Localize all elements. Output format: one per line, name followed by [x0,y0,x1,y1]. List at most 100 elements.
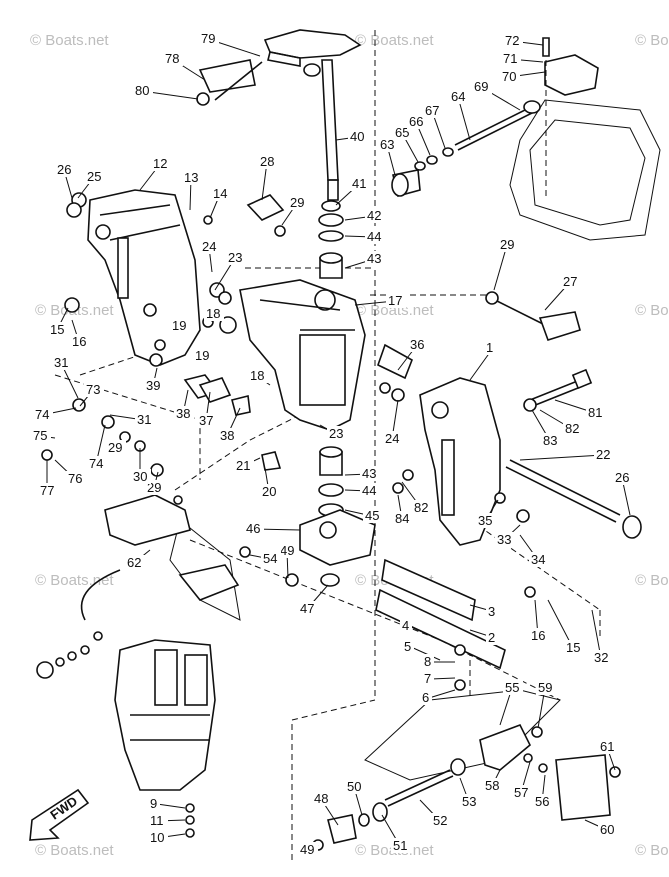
part-number-label: 24 [202,239,216,254]
callout-label-background [420,690,432,705]
part-number-label: 4 [402,618,409,633]
part-number-label: 29 [290,195,304,210]
part-number-label: 14 [213,186,227,201]
callout-label-background [498,237,518,252]
part-number-label: 5 [404,639,411,654]
callout-leader-line [519,454,604,461]
part-number-label: 20 [262,484,276,499]
callout-label-background [106,440,126,455]
callout-label-background [476,513,496,528]
part-number-label: 69 [474,79,488,94]
callout-label-background [70,334,90,349]
part-number-label: 77 [40,483,54,498]
callout-label-background [87,456,107,471]
part-number-label: 80 [135,83,149,98]
callout-label-background [592,650,612,665]
callout-leader-line [430,677,456,680]
callout-label-background [345,779,365,794]
part-number-label: 34 [531,552,545,567]
callout-label-background [348,129,368,144]
callout-label-background [503,680,523,695]
trim-plates [375,558,506,670]
callout-label-background [199,31,219,46]
part-number-label: 19 [172,318,186,333]
part-number-label: 50 [347,779,361,794]
part-number-label: 12 [153,156,167,171]
power-trim-unit [114,639,216,791]
part-number-label: 21 [236,458,250,473]
part-number-label: 49 [300,842,314,857]
callout-label-background [594,447,614,462]
watermark-text: © Boats.net [355,32,434,49]
part-number-label: 58 [485,778,499,793]
watermark-text: © Boats.net [635,572,669,589]
callout-label-background [48,322,68,337]
part-callouts: 1234567891011121314151516161718181919202… [31,31,633,857]
part-number-label: 82 [414,500,428,515]
callout-label-background [541,433,561,448]
callout-label-background [234,458,254,473]
callout-label-background [422,654,434,669]
watermark-text: © Boats.net [35,572,114,589]
part-number-label: 10 [150,830,164,845]
callout-label-background [483,778,503,793]
part-number-label: 29 [500,237,514,252]
watermark-text: © Boats.net [635,302,669,319]
part-number-label: 67 [425,103,439,118]
part-number-label: 32 [594,650,608,665]
part-number-label: 29 [108,440,122,455]
part-number-label: 47 [300,601,314,616]
callout-label-background [412,500,432,515]
callout-label-background [182,170,202,185]
callout-label-background [460,794,480,809]
part-number-label: 7 [424,671,431,686]
callout-label-background [500,69,520,84]
callout-label-background [360,466,380,481]
part-number-label: 42 [367,208,381,223]
callout-label-background [449,89,469,104]
swivel-bracket [239,279,366,431]
part-number-label: 36 [410,337,424,352]
watermark-text: © Boats.net [635,842,669,859]
part-number-label: 51 [393,838,407,853]
callout-label-background [248,368,268,383]
callout-label-background [391,838,411,853]
callout-label-background [472,79,492,94]
part-number-label: 46 [246,521,260,536]
part-number-label: 40 [350,129,364,144]
part-number-label: 66 [409,114,423,129]
part-number-label: 59 [538,680,552,695]
callout-label-background [174,406,194,421]
part-number-label: 65 [395,125,409,140]
callout-leader-line [156,803,186,809]
callout-label-background [261,551,281,566]
lower-mount-bolt [312,723,611,851]
part-number-label: 13 [184,170,198,185]
part-number-label: 19 [195,348,209,363]
callout-label-background [501,51,521,66]
callout-label-background [561,274,581,289]
callout-label-background [226,250,246,265]
part-number-label: 3 [488,604,495,619]
callout-label-background [407,114,427,129]
callout-label-background [52,355,72,370]
stern-bracket-left [87,189,201,366]
part-number-label: 41 [352,176,366,191]
callout-label-background [486,630,498,645]
part-number-label: 39 [146,378,160,393]
part-number-label: 37 [199,413,213,428]
part-number-label: 83 [543,433,557,448]
part-number-label: 57 [514,785,528,800]
callout-leader-line [408,625,441,641]
part-number-label: 61 [600,739,614,754]
callout-label-background [484,340,496,355]
part-number-label: 78 [165,51,179,66]
callout-label-background [312,791,332,806]
callout-label-background [218,428,238,443]
callout-label-background [423,103,443,118]
callout-label-background [533,794,553,809]
callout-label-background [360,483,380,498]
callout-label-background [148,796,160,811]
callout-label-background [586,405,606,420]
callout-label-background [365,208,385,223]
